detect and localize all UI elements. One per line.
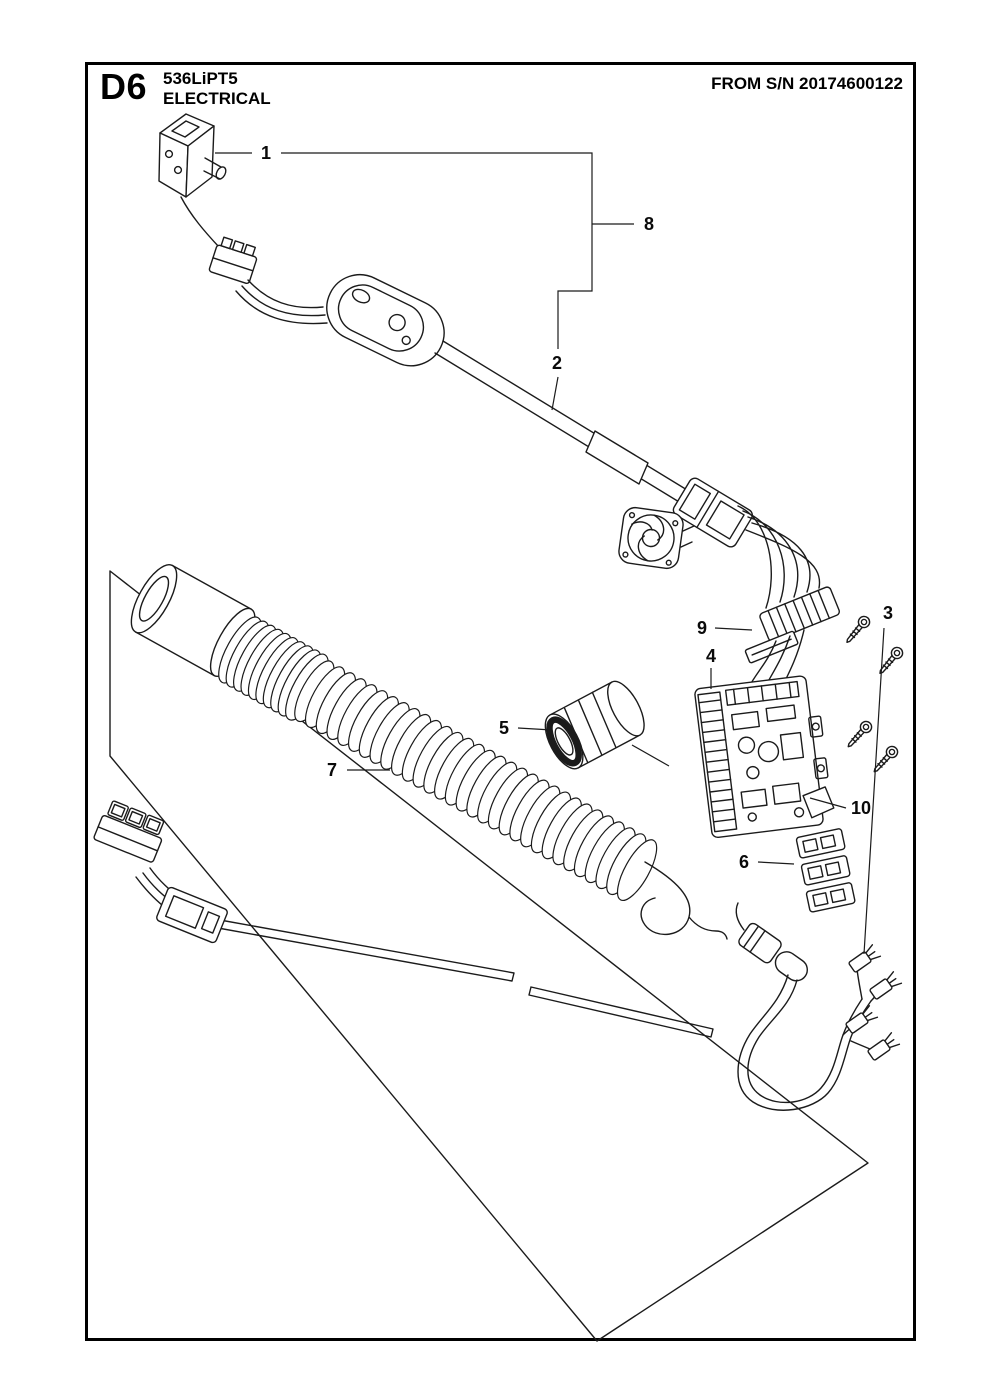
callout-9: 9	[697, 618, 707, 638]
callout-1: 1	[261, 143, 271, 163]
callout-7: 7	[327, 760, 337, 780]
serial-note: FROM S/N 20174600122	[711, 74, 903, 93]
callout-3: 3	[883, 603, 893, 623]
part-control-unit	[694, 675, 835, 839]
part-harness-connector	[759, 586, 840, 642]
harness-wires	[737, 974, 872, 1111]
part-connector-holder	[744, 630, 799, 664]
wire-terminal	[848, 944, 882, 973]
screw	[846, 615, 871, 644]
screw	[873, 745, 899, 773]
part-motor-housing	[672, 477, 753, 548]
shaft-outline	[109, 570, 869, 1342]
part-switch-connector	[208, 236, 258, 285]
model-number: 536LiPT5	[163, 69, 238, 88]
callout-10: 10	[851, 798, 871, 818]
callout-labels: 1 8 2 9 3 4 5 7 10 6	[261, 143, 893, 872]
callout-2: 2	[552, 353, 562, 373]
part-coiled-cable	[218, 616, 658, 902]
part-connector-block	[800, 855, 851, 886]
callout-8: 8	[644, 214, 654, 234]
screw	[879, 646, 904, 675]
part-cable-plug	[156, 886, 228, 944]
wire-terminal	[845, 1005, 879, 1034]
motor-wires	[737, 505, 821, 609]
section-title: ELECTRICAL	[163, 89, 271, 108]
callout-4: 4	[706, 646, 716, 666]
part-inline-connector	[738, 922, 808, 982]
screw	[847, 720, 873, 748]
part-cooling-fan	[618, 506, 684, 570]
connector-stub-wire	[735, 902, 745, 931]
harness-branches	[842, 968, 878, 1051]
part-trigger-switch	[158, 113, 227, 248]
straight-cable-segments	[217, 919, 714, 1038]
part-connector-block	[795, 828, 846, 859]
callout-5: 5	[499, 718, 509, 738]
leader-lines	[215, 152, 885, 955]
wire-terminal	[867, 1032, 901, 1061]
part-control-pod	[326, 274, 445, 367]
fan-links	[680, 525, 695, 548]
part-battery-connector	[93, 800, 165, 863]
callout-6: 6	[739, 852, 749, 872]
diagram-border	[85, 62, 916, 1341]
part-shaft-cable	[434, 340, 698, 509]
page-code: D6	[100, 66, 148, 107]
part-connector-block	[805, 882, 856, 913]
part-insulation-sleeve	[544, 680, 645, 770]
coil-tail	[640, 861, 728, 940]
switch-wires	[235, 279, 328, 325]
wire-terminal	[869, 971, 903, 1000]
